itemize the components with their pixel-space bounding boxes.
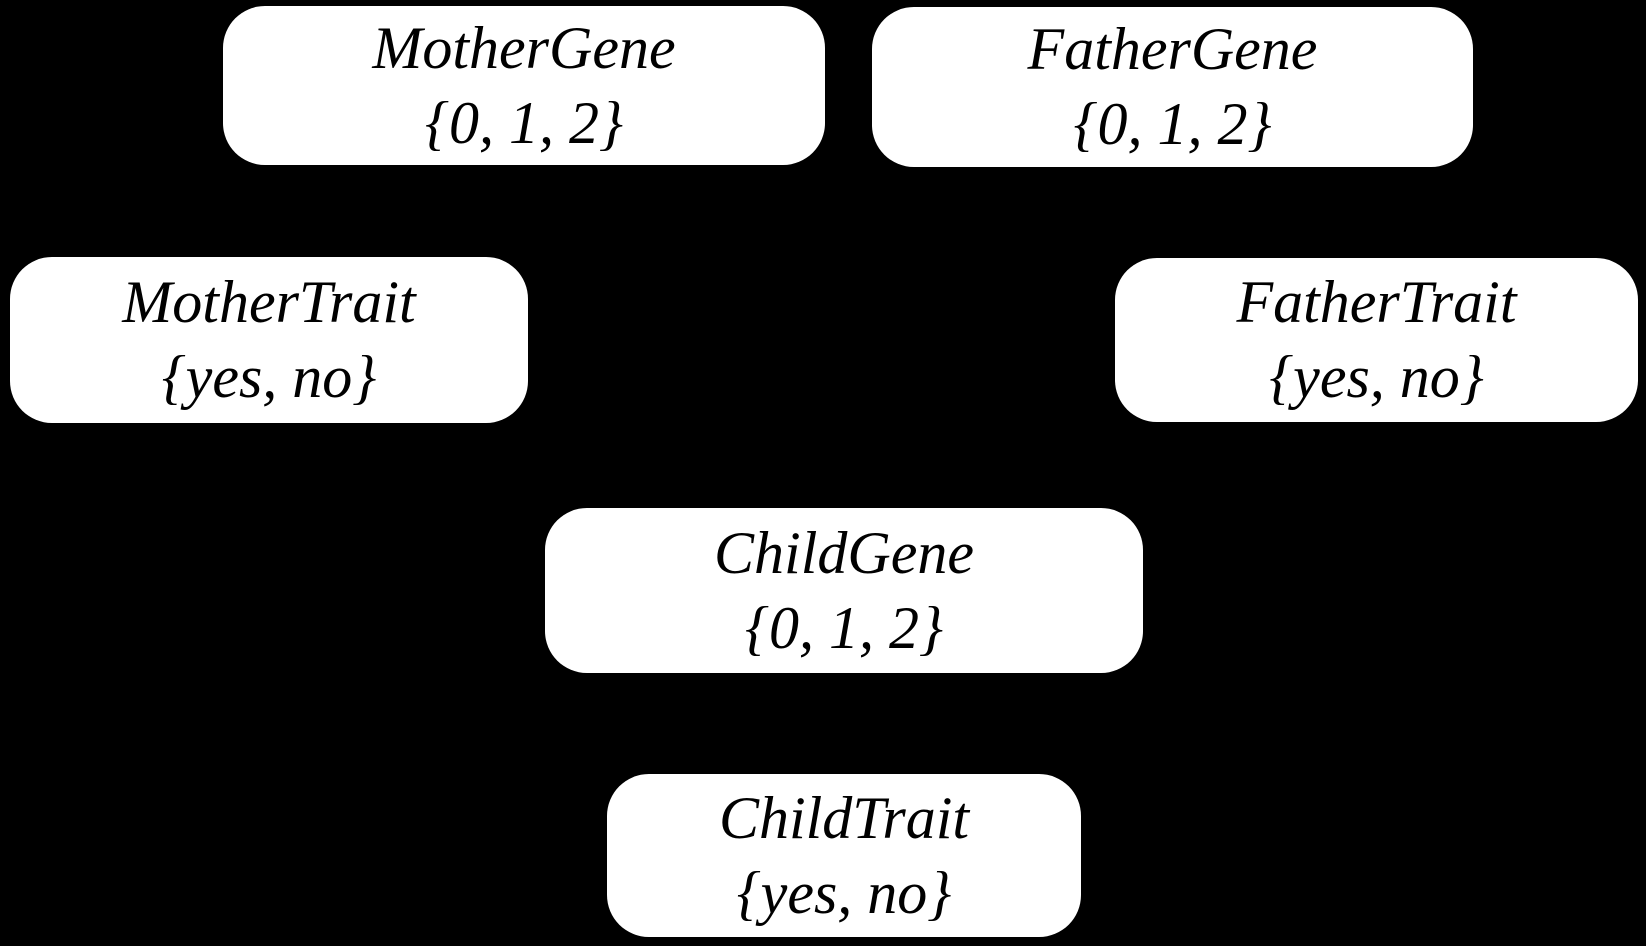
node-father-gene-label: FatherGene xyxy=(1027,16,1318,82)
node-child-trait-domain: {yes, no} xyxy=(736,859,952,926)
node-mother-trait-label: MotherTrait xyxy=(122,269,416,335)
node-mother-trait: MotherTrait {yes, no} xyxy=(10,257,528,423)
node-child-gene-label: ChildGene xyxy=(714,519,974,586)
node-father-trait-label: FatherTrait xyxy=(1236,269,1517,335)
node-father-gene: FatherGene {0, 1, 2} xyxy=(872,7,1473,167)
node-mother-trait-domain: {yes, no} xyxy=(161,344,377,410)
node-child-gene: ChildGene {0, 1, 2} xyxy=(545,508,1143,673)
node-child-trait-label: ChildTrait xyxy=(718,784,970,851)
node-mother-gene-domain: {0, 1, 2} xyxy=(425,89,623,156)
node-mother-gene-label: MotherGene xyxy=(372,14,676,81)
node-mother-gene: MotherGene {0, 1, 2} xyxy=(223,6,825,165)
node-child-gene-domain: {0, 1, 2} xyxy=(745,594,943,661)
node-father-trait: FatherTrait {yes, no} xyxy=(1115,258,1638,422)
node-father-gene-domain: {0, 1, 2} xyxy=(1073,91,1272,157)
node-child-trait: ChildTrait {yes, no} xyxy=(607,774,1081,937)
node-father-trait-domain: {yes, no} xyxy=(1269,344,1484,410)
